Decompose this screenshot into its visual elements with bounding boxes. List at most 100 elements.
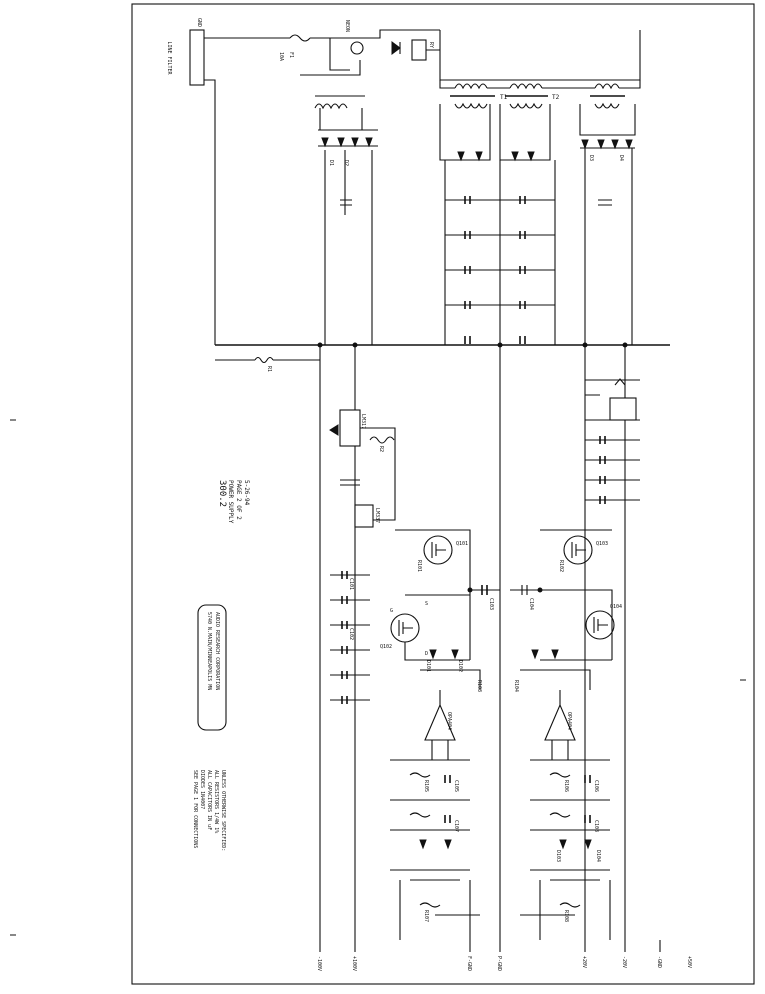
ref-d3: D3 (588, 155, 594, 161)
transformer-t2: T2 (505, 83, 560, 109)
terminal-pos50: +50V (686, 956, 692, 968)
pin-s-left: S (425, 601, 428, 607)
company-box: AUDIO RESEARCH CORPORATION 5740 N.MAIN/M… (197, 604, 227, 731)
neon-indicator (350, 41, 364, 55)
ref-c106: C106 (593, 780, 599, 792)
title-block: 300.2 POWER SUPPLY PAGE 2 OF 2 5-26-94 (217, 480, 250, 524)
note-3: DIODES 1N4007 (199, 770, 205, 809)
junction-dots (317, 342, 628, 593)
resistor-r1 (254, 356, 274, 364)
terminal-neg20: -20V (621, 956, 627, 968)
ref-r103: R103 (476, 680, 482, 692)
mosfet-q104 (585, 610, 615, 640)
company-line2: 5740 N.MAIN/MINNEAPOLIS MN (206, 612, 212, 690)
bridge-center (439, 104, 551, 162)
margin-marks (10, 419, 746, 936)
terminal-gnd: -GND (656, 956, 662, 968)
ref-c102: C102 (348, 628, 354, 640)
q103-label: Q103 (596, 541, 608, 547)
mosfet-q101 (423, 535, 453, 565)
ref-c104: C104 (528, 598, 534, 610)
regulator-right (585, 378, 640, 504)
title-sheet: POWER SUPPLY (227, 480, 234, 524)
t2-label: T2 (552, 94, 560, 101)
note-1: ALL RESISTORS 1/4W 1% (213, 770, 219, 833)
bridge-left (314, 95, 378, 345)
component-labels: D1 D2 D3 D4 D101 D102 D103 D104 R1 R2 R1… (266, 155, 624, 922)
fuse-label: F1 (288, 52, 294, 58)
q102-label: Q102 (380, 644, 392, 650)
terminal-pos100: +100V (351, 956, 357, 971)
notes-block: UNLESS OTHERWISE SPECIFIED: ALL RESISTOR… (192, 770, 226, 851)
reference-left (390, 759, 480, 940)
mosfet-q103 (563, 535, 593, 565)
terminal-fgnd: F-GND (466, 956, 472, 971)
ref-r108: R108 (563, 910, 569, 922)
output-terminals: -100V +100V F-GND P-GND +20V -20V -GND +… (316, 940, 692, 971)
ref-r101: R101 (416, 560, 422, 572)
ref-r106: R106 (563, 780, 569, 792)
regulator-left: LM317 LM337 (329, 409, 396, 704)
pin-d-left: D (425, 651, 428, 657)
title-model: 300.2 (217, 480, 227, 507)
relay-ry (411, 39, 427, 61)
ref-d102: D102 (457, 660, 463, 672)
ref-c101: C101 (348, 578, 354, 590)
line-filter (189, 29, 205, 86)
terminal-gnd-top: GND (196, 18, 202, 27)
terminal-pos20: +20V (581, 956, 587, 968)
terminal-pgnd: P-GND (496, 956, 502, 971)
note-2: ALL CAPACITORS IN uF (206, 770, 212, 830)
title-page: PAGE 2 OF 2 (235, 480, 242, 520)
relay-label: RY (428, 42, 434, 48)
note-4: SEE PAGE 1 FOR CONNECTIONS (192, 770, 198, 848)
reg-left-label: LM317 (360, 414, 366, 429)
q104-label: Q104 (610, 604, 622, 610)
transformer-t3 (590, 83, 625, 109)
ref-d101: D101 (425, 660, 431, 672)
sheet-border (131, 3, 755, 985)
ref-d104: D104 (595, 850, 601, 862)
ref-d1: D1 (328, 160, 334, 166)
ref-c108: C108 (593, 820, 599, 832)
transformer-t1: T1 (450, 83, 508, 109)
ref-d103: D103 (555, 850, 561, 862)
opamp-left-label: OPA404 (446, 712, 452, 730)
mosfet-stage-left: Q101 Q102 S D G (380, 529, 500, 690)
reference-right (520, 759, 611, 940)
mosfet-stage-right: Q103 Q104 (510, 529, 622, 690)
ref-r2: R2 (378, 446, 384, 452)
ref-r107: R107 (423, 910, 429, 922)
note-0: UNLESS OTHERWISE SPECIFIED: (220, 770, 226, 851)
pin-g-left: G (390, 608, 393, 614)
fuse-f1 (289, 34, 311, 42)
opamp-right-label: OPA404 (566, 712, 572, 730)
bridge-right (579, 104, 636, 345)
company-line1: AUDIO RESEARCH CORPORATION (214, 612, 220, 690)
terminal-neg100: -100V (316, 956, 322, 971)
ref-d4: D4 (618, 155, 624, 161)
cap-c1 (340, 199, 352, 206)
capacitor-bank (444, 160, 556, 345)
ref-c103: C103 (488, 598, 494, 610)
title-date: 5-26-94 (243, 480, 250, 506)
q101-label: Q101 (456, 541, 468, 547)
ref-r102: R102 (558, 560, 564, 572)
diode-d1 (391, 41, 401, 55)
ref-c107: C107 (453, 820, 459, 832)
regulator-lm317 (339, 409, 361, 447)
reg-left2-label: LM337 (374, 508, 380, 523)
ref-r105: R105 (423, 780, 429, 792)
line-filter-label: LINE FILTER (166, 41, 172, 75)
opamp-right: OPA404 (544, 690, 576, 760)
neon-label: NEON (344, 20, 350, 32)
ref-d2: D2 (343, 160, 349, 166)
opamp-left: OPA404 (424, 690, 456, 760)
ref-r104: R104 (513, 680, 519, 692)
fuse-rating: 10A (278, 52, 284, 61)
t1-label: T1 (500, 94, 508, 101)
ref-r1: R1 (266, 366, 272, 372)
line-input-section: LINE FILTER F1 10A NEON RY (166, 20, 641, 345)
